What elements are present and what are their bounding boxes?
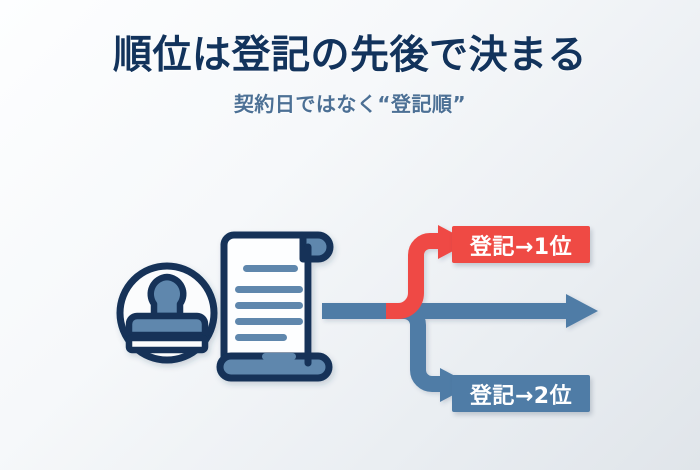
page-subtitle: 契約日ではなく“登記順”	[233, 91, 467, 116]
scroll-document-icon	[216, 231, 334, 382]
heading-block: 順位は登記の先後で決まる 契約日ではなく“登記順”	[0, 34, 700, 116]
page-title: 順位は登記の先後で決まる	[112, 33, 587, 78]
badge-label-second-rank: 登記→2位	[469, 383, 573, 409]
document-text-lines	[235, 265, 303, 360]
status-badge-second-rank: 登記→2位	[452, 375, 590, 412]
stamp-seal-icon	[116, 262, 218, 364]
status-badge-first-rank: 登記→1位	[452, 226, 590, 263]
diagram-stage	[0, 185, 700, 445]
branching-arrow-flow	[322, 225, 598, 402]
badge-label-first-rank: 登記→1位	[469, 234, 573, 260]
